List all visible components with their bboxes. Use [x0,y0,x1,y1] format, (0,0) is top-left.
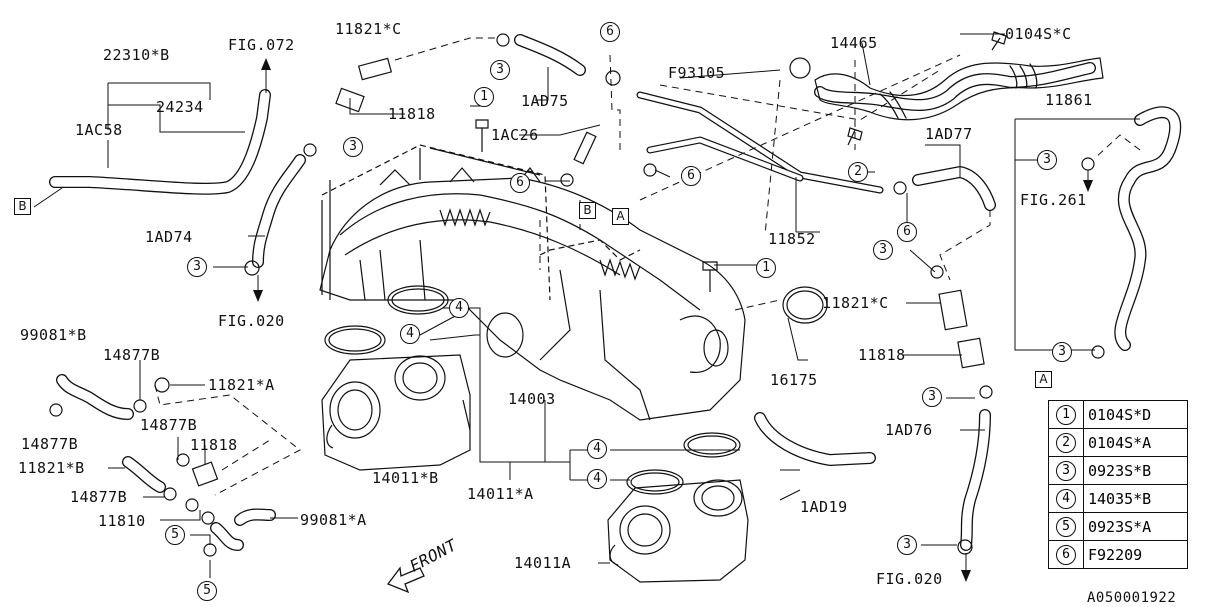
ref-marker[interactable]: 3 [1037,150,1057,170]
ref-marker[interactable]: 3 [922,387,942,407]
ref-marker[interactable]: 6 [600,22,620,42]
callout-14011A[interactable]: 14011A [514,554,572,572]
callout-11810[interactable]: 11810 [98,512,146,530]
callout-11821B[interactable]: 11821*B [18,459,85,477]
callout-99081B[interactable]: 99081*B [20,326,87,344]
assembly-dashed-lines [154,37,1141,496]
ref-marker[interactable]: 3 [873,240,893,260]
lower-manifolds [321,354,749,583]
callout-fig020-right[interactable]: FIG.020 [876,570,943,588]
ref-marker[interactable]: 3 [343,137,363,157]
ref-marker[interactable]: 1 [474,87,494,107]
callout-fig072[interactable]: FIG.072 [228,36,295,54]
callout-1ac58[interactable]: 1AC58 [75,121,123,139]
legend-marker: 3 [1056,461,1076,481]
callout-24234[interactable]: 24234 [156,98,204,116]
callout-14877B-c[interactable]: 14877B [21,435,79,453]
callout-16175[interactable]: 16175 [770,371,818,389]
ref-marker[interactable]: 4 [449,298,469,318]
ref-marker[interactable]: 5 [165,525,185,545]
callout-11861[interactable]: 11861 [1045,91,1093,109]
legend-marker: 5 [1056,517,1076,537]
legend-part[interactable]: 14035*B [1083,484,1188,513]
callout-1ad19[interactable]: 1AD19 [800,498,848,516]
callout-11818-left[interactable]: 11818 [190,436,238,454]
legend-row: 1 0104S*D [1048,400,1188,429]
connector-tag[interactable]: B [14,198,31,215]
callout-11821A[interactable]: 11821*A [208,376,275,394]
legend-part[interactable]: 0104S*A [1083,428,1188,457]
ref-marker[interactable]: 6 [510,173,530,193]
connector-tag[interactable]: A [612,208,629,225]
callout-11852[interactable]: 11852 [768,230,816,248]
front-arrow [386,566,425,594]
callout-14877B-b[interactable]: 14877B [140,416,198,434]
callout-fig020-left[interactable]: FIG.020 [218,312,285,330]
callout-14003[interactable]: 14003 [508,390,556,408]
callout-f93105[interactable]: F93105 [668,64,726,82]
callout-14877B-a[interactable]: 14877B [103,346,161,364]
callout-99081A[interactable]: 99081*A [300,511,367,529]
callout-1ac26[interactable]: 1AC26 [491,126,539,144]
ref-marker[interactable]: 4 [587,469,607,489]
callout-11818-top[interactable]: 11818 [388,105,436,123]
ref-marker[interactable]: 3 [187,257,207,277]
connector-tag[interactable]: B [579,202,596,219]
ref-marker[interactable]: 2 [848,162,868,182]
legend-marker: 4 [1056,489,1076,509]
callout-11821C-right[interactable]: 11821*C [822,294,889,312]
legend-part[interactable]: 0104S*D [1083,400,1188,429]
legend-part[interactable]: F92209 [1083,540,1188,569]
legend-row: 2 0104S*A [1048,428,1188,457]
callout-22310B[interactable]: 22310*B [103,46,170,64]
callout-0104SC[interactable]: 0104S*C [1005,25,1072,43]
diagram-id: A050001922 [1087,590,1177,606]
callout-1ad75[interactable]: 1AD75 [521,92,569,110]
legend-marker: 2 [1056,433,1076,453]
ref-marker[interactable]: 4 [587,439,607,459]
callout-11818-right[interactable]: 11818 [858,346,906,364]
ref-marker[interactable]: 5 [197,581,217,601]
callout-14465[interactable]: 14465 [830,34,878,52]
legend-table: 1 0104S*D 2 0104S*A 3 0923S*B 4 14035*B … [1048,400,1188,569]
arrows [253,58,1093,582]
legend-row: 3 0923S*B [1048,456,1188,485]
ref-marker[interactable]: 3 [1052,342,1072,362]
gaskets [324,285,828,495]
legend-row: 6 F92209 [1048,540,1188,569]
leader-lines [33,33,1140,580]
intake-manifold [319,144,746,421]
ref-marker[interactable]: 6 [897,222,917,242]
legend-marker: 6 [1056,545,1076,565]
ref-marker[interactable]: 3 [897,535,917,555]
callout-14011B[interactable]: 14011*B [372,469,439,487]
legend-part[interactable]: 0923S*B [1083,456,1188,485]
connector-tag[interactable]: A [1035,371,1052,388]
ref-marker[interactable]: 3 [490,60,510,80]
ref-marker[interactable]: 1 [756,258,776,278]
ref-marker[interactable]: 4 [400,324,420,344]
legend-part[interactable]: 0923S*A [1083,512,1188,541]
legend-marker: 1 [1056,405,1076,425]
callout-14011A-star[interactable]: 14011*A [467,485,534,503]
legend-row: 4 14035*B [1048,484,1188,513]
callout-fig261[interactable]: FIG.261 [1020,191,1087,209]
callout-14877B-d[interactable]: 14877B [70,488,128,506]
legend-row: 5 0923S*A [1048,512,1188,541]
callout-11821C-top[interactable]: 11821*C [335,20,402,38]
callout-1ad76[interactable]: 1AD76 [885,421,933,439]
ref-marker[interactable]: 6 [681,166,701,186]
callout-1ad74[interactable]: 1AD74 [145,228,193,246]
callout-1ad77[interactable]: 1AD77 [925,125,973,143]
